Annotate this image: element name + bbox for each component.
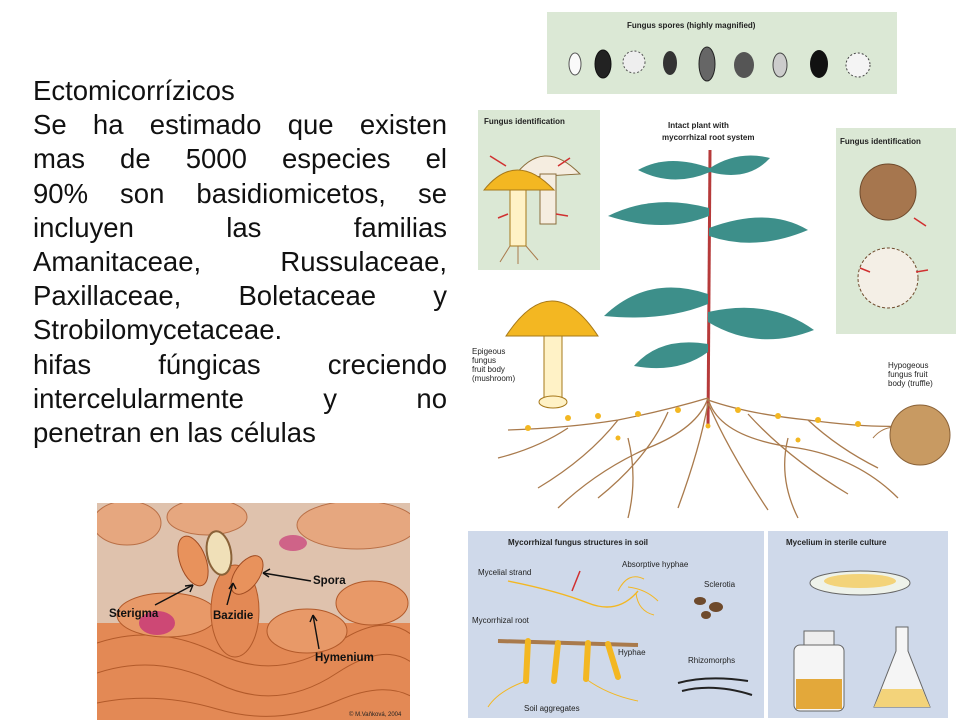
- epigeous-mushroom-illustration: [505, 300, 599, 409]
- micrograph-label-bazidie: Bazidie: [213, 610, 253, 622]
- spores-panel-title: Fungus spores (highly magnified): [627, 21, 756, 30]
- truffle-illustration: [857, 163, 929, 309]
- micrograph-image: Spora Sterigma Bazidie Hymenium © M.Vaňk…: [97, 503, 410, 720]
- mycelial-strand-label: Mycelial strand: [478, 568, 531, 577]
- spores-panel: Fungus spores (highly magnified): [547, 12, 897, 94]
- sterile-culture-panel: Mycelium in sterile culture: [768, 531, 948, 718]
- culture-panel-title: Mycelium in sterile culture: [786, 538, 887, 547]
- plant-illustration: [604, 149, 814, 429]
- epigeous-label: fungus: [472, 356, 496, 365]
- micrograph-credit: © M.Vaňková, 2004: [349, 711, 402, 718]
- text-line: hifas fúngicas creciendo: [33, 348, 447, 380]
- section-title: Ectomicorrízicos: [33, 75, 235, 106]
- micrograph-label-hymenium: Hymenium: [315, 652, 374, 664]
- hypogeous-label: body (truffle): [888, 379, 933, 388]
- soil-structures-illustration: [487, 570, 753, 708]
- text-line: penetran en las células: [33, 417, 316, 449]
- soil-structures-panel: Mycorrhizal fungus structures in soil My…: [468, 531, 764, 718]
- hypogeous-label: fungus fruit: [888, 370, 928, 379]
- micrograph-label-sterigma: Sterigma: [109, 608, 159, 620]
- spore-illustrations: [568, 46, 871, 82]
- text-line: intercelularmente y no: [33, 382, 447, 414]
- text-line: incluyen las familias: [33, 211, 447, 243]
- hyphae-label: Hyphae: [618, 648, 646, 657]
- spore-cells: [177, 530, 264, 595]
- text-line: Se ha estimado que existen: [33, 109, 447, 141]
- micrograph-label-spora: Spora: [313, 575, 346, 587]
- intact-plant-label-line2: mycorrhizal root system: [662, 133, 754, 142]
- text-line: mas de 5000 especies el: [33, 143, 447, 175]
- inset-mushroom-illustration: [482, 155, 582, 264]
- hymenium-cells: [97, 503, 410, 720]
- mycorrhizal-root-label: Mycorrhizal root: [472, 616, 530, 625]
- text-line: 90% son basidiomicetos, se: [33, 177, 447, 209]
- text-line: Strobilomycetaceae.: [33, 314, 283, 346]
- right-inset-title: Fungus identification: [840, 137, 921, 146]
- rhizomorphs-label: Rhizomorphs: [688, 656, 735, 665]
- left-inset-title: Fungus identification: [484, 117, 565, 126]
- epigeous-label: Epigeous: [472, 347, 505, 356]
- culture-vessels-illustration: [793, 570, 931, 712]
- root-system-illustration: [497, 397, 909, 519]
- soil-panel-title: Mycorrhizal fungus structures in soil: [508, 538, 648, 547]
- soil-aggregates-label: Soil aggregates: [524, 704, 580, 713]
- plant-mycorrhiza-diagram: Fungus identification Fungus identificat…: [472, 110, 956, 519]
- hypogeous-label: Hypogeous: [888, 361, 928, 370]
- text-line: Paxillaceae, Boletaceae y: [33, 280, 447, 312]
- epigeous-label: (mushroom): [472, 374, 515, 383]
- epigeous-label: fruit body: [472, 365, 505, 374]
- intact-plant-label-line1: Intact plant with: [668, 121, 729, 130]
- truffle-in-soil-illustration: [872, 404, 951, 466]
- text-line: Amanitaceae, Russulaceae,: [33, 246, 447, 278]
- fungal-patches: [525, 407, 861, 443]
- sclerotia-label: Sclerotia: [704, 580, 736, 589]
- description-text: Ectomicorrízicos Se ha estimado que exis…: [33, 74, 447, 450]
- label-arrows: [154, 568, 320, 650]
- absorptive-hyphae-label: Absorptive hyphae: [622, 560, 689, 569]
